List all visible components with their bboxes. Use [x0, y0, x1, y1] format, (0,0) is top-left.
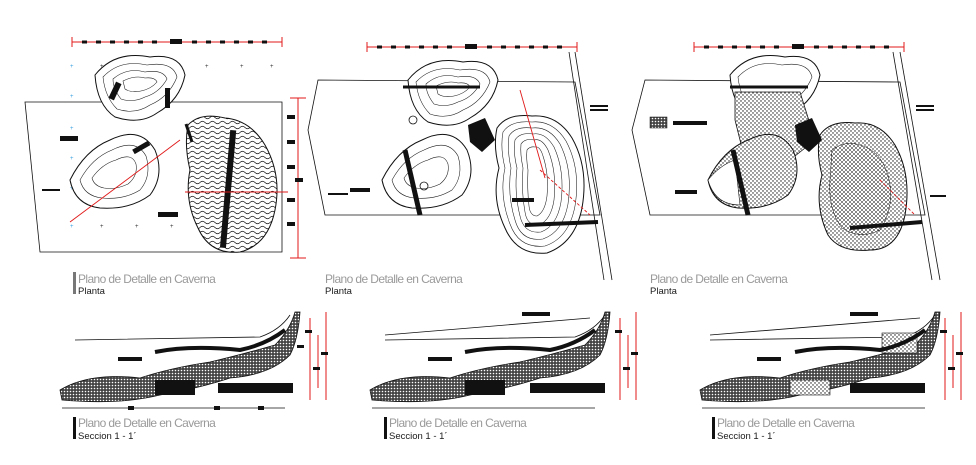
wall-marker [165, 88, 170, 108]
section-arrow [590, 105, 608, 111]
section-title: Plano de Detalle en Caverna [717, 416, 855, 430]
pillar [468, 118, 495, 152]
svg-text:+: + [70, 64, 74, 70]
section-subtitle: Seccion 1 - 1´ [717, 431, 776, 442]
section-cut-line [219, 129, 237, 249]
svg-text:+: + [70, 224, 74, 230]
site-boundary [307, 79, 601, 216]
svg-text:+: + [205, 64, 209, 70]
section-arrow [916, 105, 946, 197]
site-boundary [631, 79, 926, 216]
svg-text:+: + [70, 126, 74, 132]
svg-text:+: + [135, 224, 139, 230]
plan-view-1: ++ ++ ++ ++++++ +++++ Pla [24, 36, 306, 297]
section-view-1: Plano de Detalle en Caverna Seccion 1 - … [59, 311, 328, 442]
site-boundary [24, 101, 283, 253]
dimension-ruler-right [297, 312, 328, 400]
plan-title: Plano de Detalle en Caverna [650, 272, 788, 286]
grid-markers: + + + + + + [70, 64, 74, 230]
svg-text:+: + [70, 186, 74, 192]
section-subtitle: Seccion 1 - 1´ [78, 431, 137, 442]
dimension-ruler-top [693, 41, 905, 53]
plan-title: Plano de Detalle en Caverna [78, 272, 216, 286]
plan-view-2: Plano de Detalle en Caverna Planta [307, 41, 613, 297]
dimension-ruler-right [287, 97, 306, 259]
plan-title: Plano de Detalle en Caverna [325, 272, 463, 286]
cave-lobe-right [817, 122, 908, 251]
svg-text:+: + [270, 64, 274, 70]
label-box [60, 136, 78, 141]
plan-subtitle: Planta [78, 286, 106, 297]
section-title: Plano de Detalle en Caverna [78, 416, 216, 430]
svg-text:+: + [240, 64, 244, 70]
cave-lobe-right [185, 115, 278, 253]
section-view-2: Plano de Detalle en Caverna Seccion 1 - … [369, 311, 638, 442]
section-view-3: Plano de Detalle en Caverna Seccion 1 - … [699, 311, 963, 442]
dimension-ruler-top [71, 36, 283, 48]
cave-lobe-top [407, 59, 499, 126]
legend-swatch [649, 116, 668, 129]
svg-text:+: + [100, 224, 104, 230]
svg-text:+: + [70, 156, 74, 162]
section-subtitle: Seccion 1 - 1´ [389, 431, 448, 442]
plan-view-3: Plano de Detalle en Caverna Planta [631, 41, 946, 297]
plan-subtitle: Planta [325, 286, 353, 297]
section-title: Plano de Detalle en Caverna [389, 416, 527, 430]
wall-marker [132, 140, 151, 155]
dimension-ruler-top [366, 41, 578, 53]
cave-lobe-left [381, 133, 472, 209]
svg-text:+: + [70, 94, 74, 100]
cave-lobe-left [707, 133, 798, 209]
plan-subtitle: Planta [650, 286, 678, 297]
svg-text:+: + [170, 224, 174, 230]
pillar [795, 118, 822, 152]
cave-lobe-right [494, 115, 585, 254]
wall-marker [108, 81, 122, 101]
label-box [158, 212, 178, 217]
cave-lobe-top [94, 54, 186, 121]
section-axis [69, 139, 181, 223]
